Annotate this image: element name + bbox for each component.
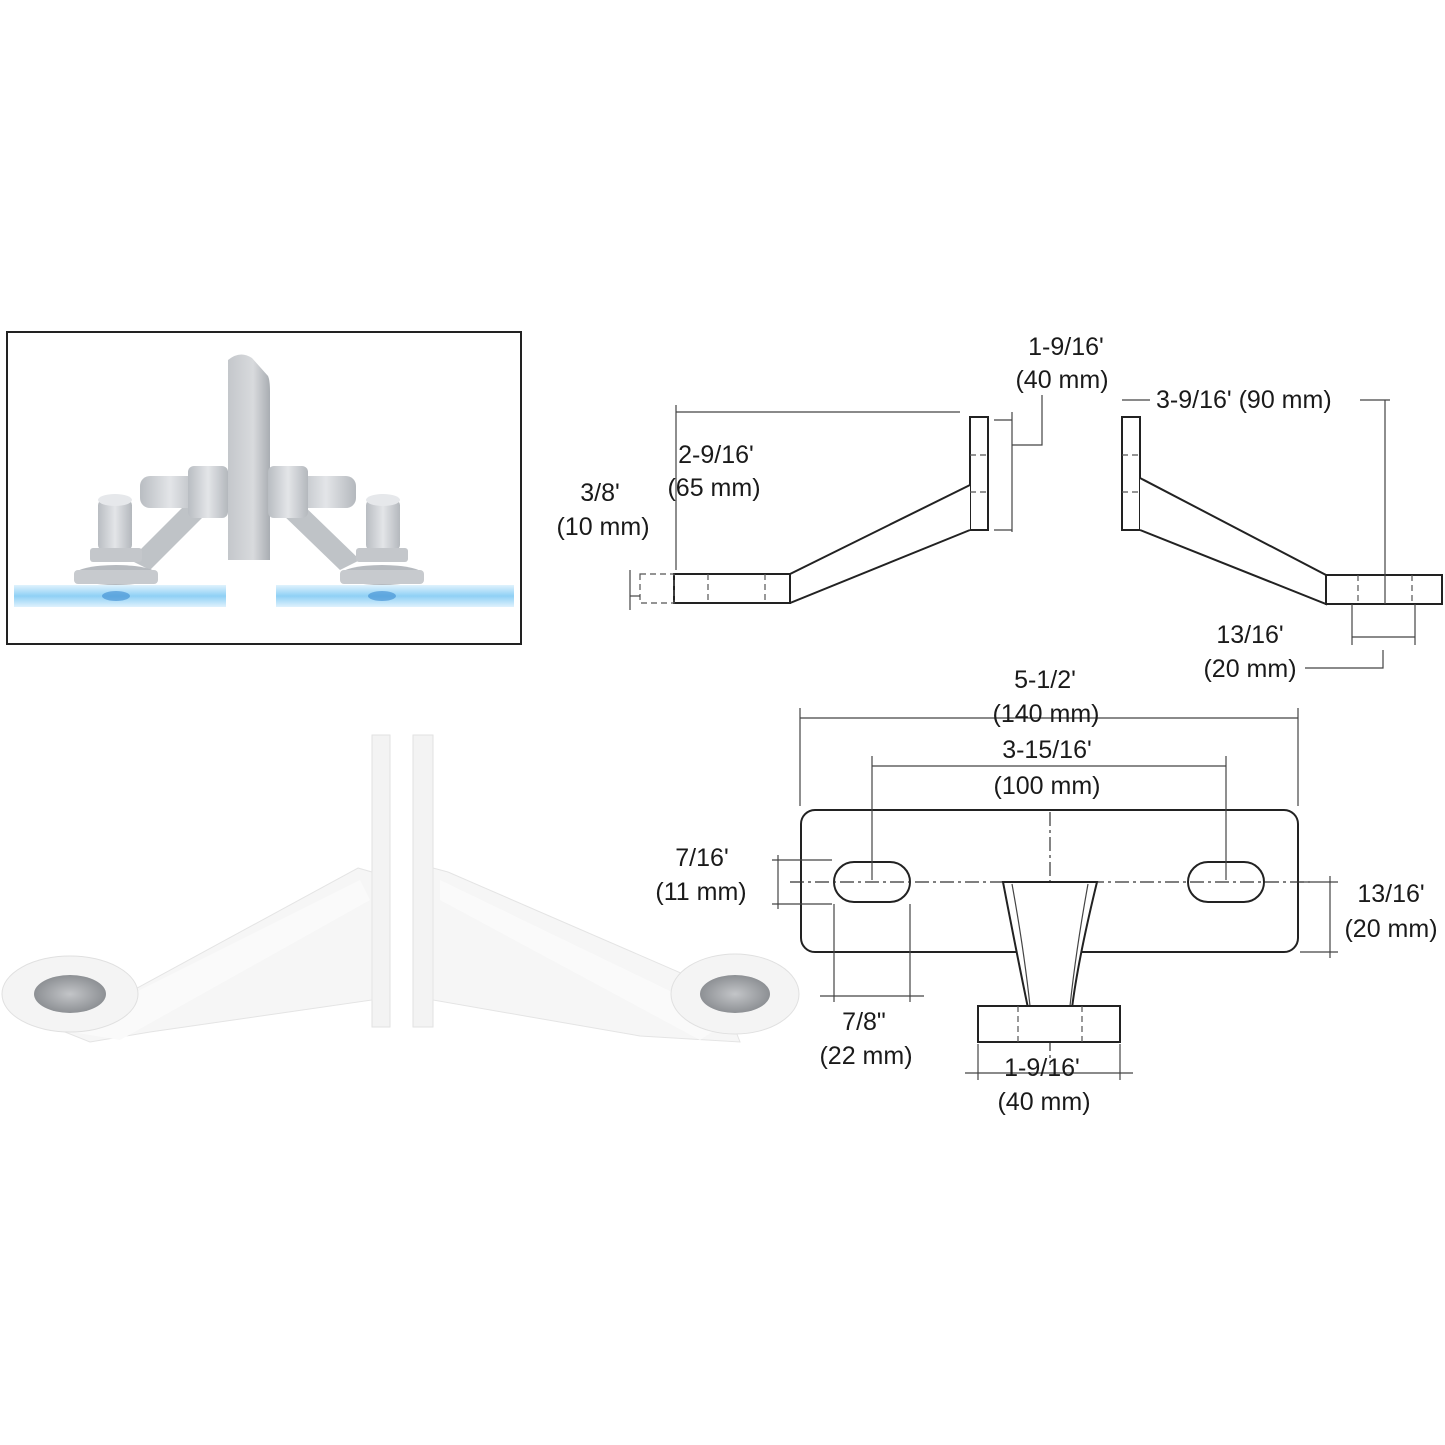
stem — [1001, 881, 1099, 1009]
spider-fitting-photo-icon — [1, 734, 800, 1043]
dim-plate-thickness-imperial: 3/8' — [580, 479, 620, 507]
installation-view-icon — [6, 331, 522, 645]
mounting-hole-left — [34, 975, 106, 1013]
dim-foot-bottom-imperial: 1-9/16' — [1004, 1054, 1080, 1082]
dim-slot-centers-imperial: 3-15/16' — [1002, 736, 1092, 764]
plan-view-drawing-icon: 5-1/2' (140 mm) 3-15/16' (100 mm) 7/16' … — [655, 666, 1437, 1116]
dim-arm-reach-imperial: 2-9/16' — [678, 441, 754, 469]
dim-overall-length-metric: (140 mm) — [993, 700, 1100, 728]
dim-slot-centers-metric: (100 mm) — [994, 772, 1101, 800]
dim-plate-thickness-metric: (10 mm) — [556, 513, 649, 541]
fitting-half-right — [412, 734, 800, 1043]
dim-arm-reach-metric: (65 mm) — [667, 474, 760, 502]
dim-overall-length-imperial: 5-1/2' — [1014, 666, 1076, 694]
dim-slot-length-imperial: 7/8" — [842, 1008, 886, 1036]
side-elevation-drawing-icon: 1-9/16' (40 mm) 3-9/16' (90 mm) 2-9/16' … — [556, 333, 1443, 683]
right-fitting — [268, 466, 424, 601]
left-arm-elevation — [629, 395, 1043, 610]
dim-slot-height-imperial: 7/16' — [675, 844, 728, 872]
left-fitting — [74, 466, 228, 601]
dim-plate-height-imperial: 13/16' — [1357, 880, 1424, 908]
dim-top-width-imperial: 1-9/16' — [1028, 333, 1104, 361]
dim-top-width-metric: (40 mm) — [1015, 366, 1108, 394]
right-arm-elevation — [1121, 399, 1443, 669]
dim-plate-height-metric: (20 mm) — [1344, 915, 1437, 943]
mounting-hole-right — [700, 975, 770, 1013]
fitting-half-left — [1, 734, 391, 1043]
dim-arm-offset: 3-9/16' (90 mm) — [1156, 386, 1332, 414]
foot-plate — [977, 1005, 1121, 1043]
dim-slot-height-metric: (11 mm) — [655, 878, 746, 906]
dim-foot-side-imperial: 13/16' — [1216, 621, 1283, 649]
dim-foot-side-metric: (20 mm) — [1203, 655, 1296, 683]
glass-fin — [228, 354, 270, 560]
dim-foot-bottom-metric: (40 mm) — [997, 1088, 1090, 1116]
dim-slot-length-metric: (22 mm) — [819, 1042, 912, 1070]
